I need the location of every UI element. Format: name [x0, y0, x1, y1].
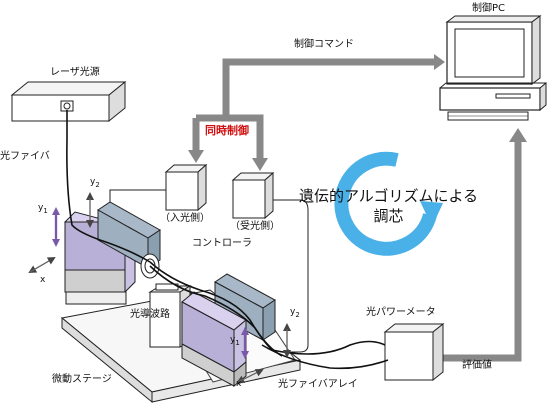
left-stage [64, 201, 161, 305]
ga-alignment-label: 遺伝的アルゴリズムによる 調芯 [296, 186, 481, 227]
input-side-label: （入光側） [160, 213, 210, 224]
command-line [222, 58, 438, 118]
simultaneous-control-label: 同時制御 [205, 124, 249, 137]
optical-fibers [66, 110, 389, 370]
control-command-label: 制御コマンド [294, 39, 354, 50]
laser-source-icon [10, 80, 127, 123]
optical-fiber-label: 光ファイバ [0, 151, 50, 162]
right-y1-label: y1 [230, 335, 240, 347]
control-pc-icon [439, 15, 547, 121]
left-x-label: x [40, 275, 46, 285]
left-y1-label: y1 [38, 203, 48, 215]
control-pc-label: 制御PC [472, 3, 506, 14]
fiber-array-label: 光ファイバアレイ [278, 379, 358, 390]
left-axis-arrows [28, 192, 94, 274]
laser-source-label: レーザ光源 [50, 67, 100, 78]
right-y2-label: y2 [290, 307, 300, 319]
ga-alignment-line1: 遺伝的アルゴリズムによる [298, 187, 479, 205]
output-side-label: （受光側） [230, 221, 280, 232]
power-meter-label: 光パワーメータ [366, 307, 436, 318]
waveguide-label: 光導波路 [130, 309, 170, 320]
controller-label: コントローラ [192, 238, 252, 249]
right-axis-arrows [236, 323, 291, 383]
controller-input-icon [164, 163, 208, 212]
ga-alignment-line2: 調芯 [373, 207, 404, 226]
command-arrow-to-input [188, 150, 204, 163]
ga-cycle-arrow-icon [334, 151, 443, 256]
controller-output-icon [231, 171, 275, 220]
evaluation-value-label: 評価値 [462, 360, 492, 371]
command-arrow-to-output [252, 158, 268, 171]
power-meter-icon [383, 322, 445, 382]
evaluation-line [443, 140, 522, 362]
left-y2-label: y2 [90, 177, 100, 189]
evaluation-arrow [509, 128, 527, 142]
right-x-label: x [236, 379, 242, 389]
micro-stage-label: 微動ステージ [52, 374, 112, 385]
